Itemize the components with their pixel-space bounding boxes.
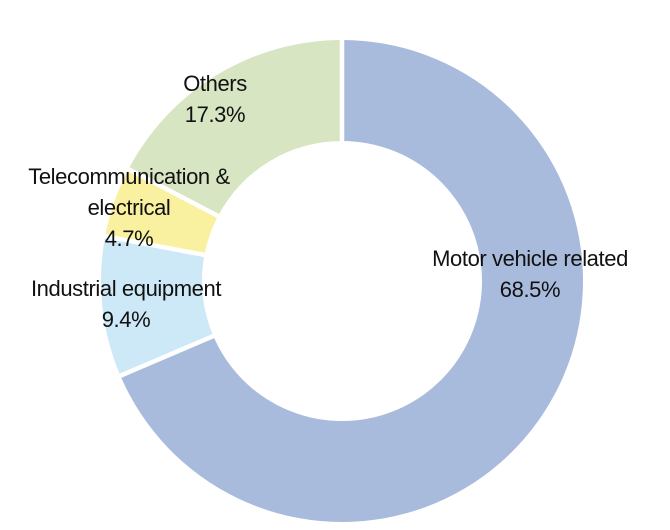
slice-separator-2	[102, 233, 207, 258]
slice-label-telecom-value: 4.7%	[104, 226, 154, 251]
slice-label-others-value: 17.3%	[184, 102, 246, 127]
slice-label-telecom-name-line1: Telecommunication &	[28, 164, 230, 189]
slice-label-industrial: Industrial equipment 9.4%	[30, 273, 222, 335]
slice-label-motor-value: 68.5%	[499, 277, 561, 302]
slice-separator-3	[125, 166, 221, 219]
donut-slice-2	[105, 169, 218, 255]
donut-slice-3	[128, 40, 342, 216]
slice-label-motor-name: Motor vehicle related	[432, 246, 628, 271]
slice-separator-1	[117, 333, 216, 379]
slice-label-industrial-name: Industrial equipment	[30, 276, 222, 301]
slice-label-telecom-name-line2: electrical	[87, 195, 171, 220]
donut-slice-0	[120, 40, 583, 522]
slice-label-industrial-value: 9.4%	[101, 307, 151, 332]
slice-label-others-name: Others	[183, 71, 247, 96]
slice-label-telecom: Telecommunication & electrical 4.7%	[28, 161, 230, 254]
slice-label-motor: Motor vehicle related 68.5%	[432, 243, 628, 305]
donut-slice-1	[101, 236, 214, 376]
slice-label-others: Others 17.3%	[183, 68, 247, 130]
